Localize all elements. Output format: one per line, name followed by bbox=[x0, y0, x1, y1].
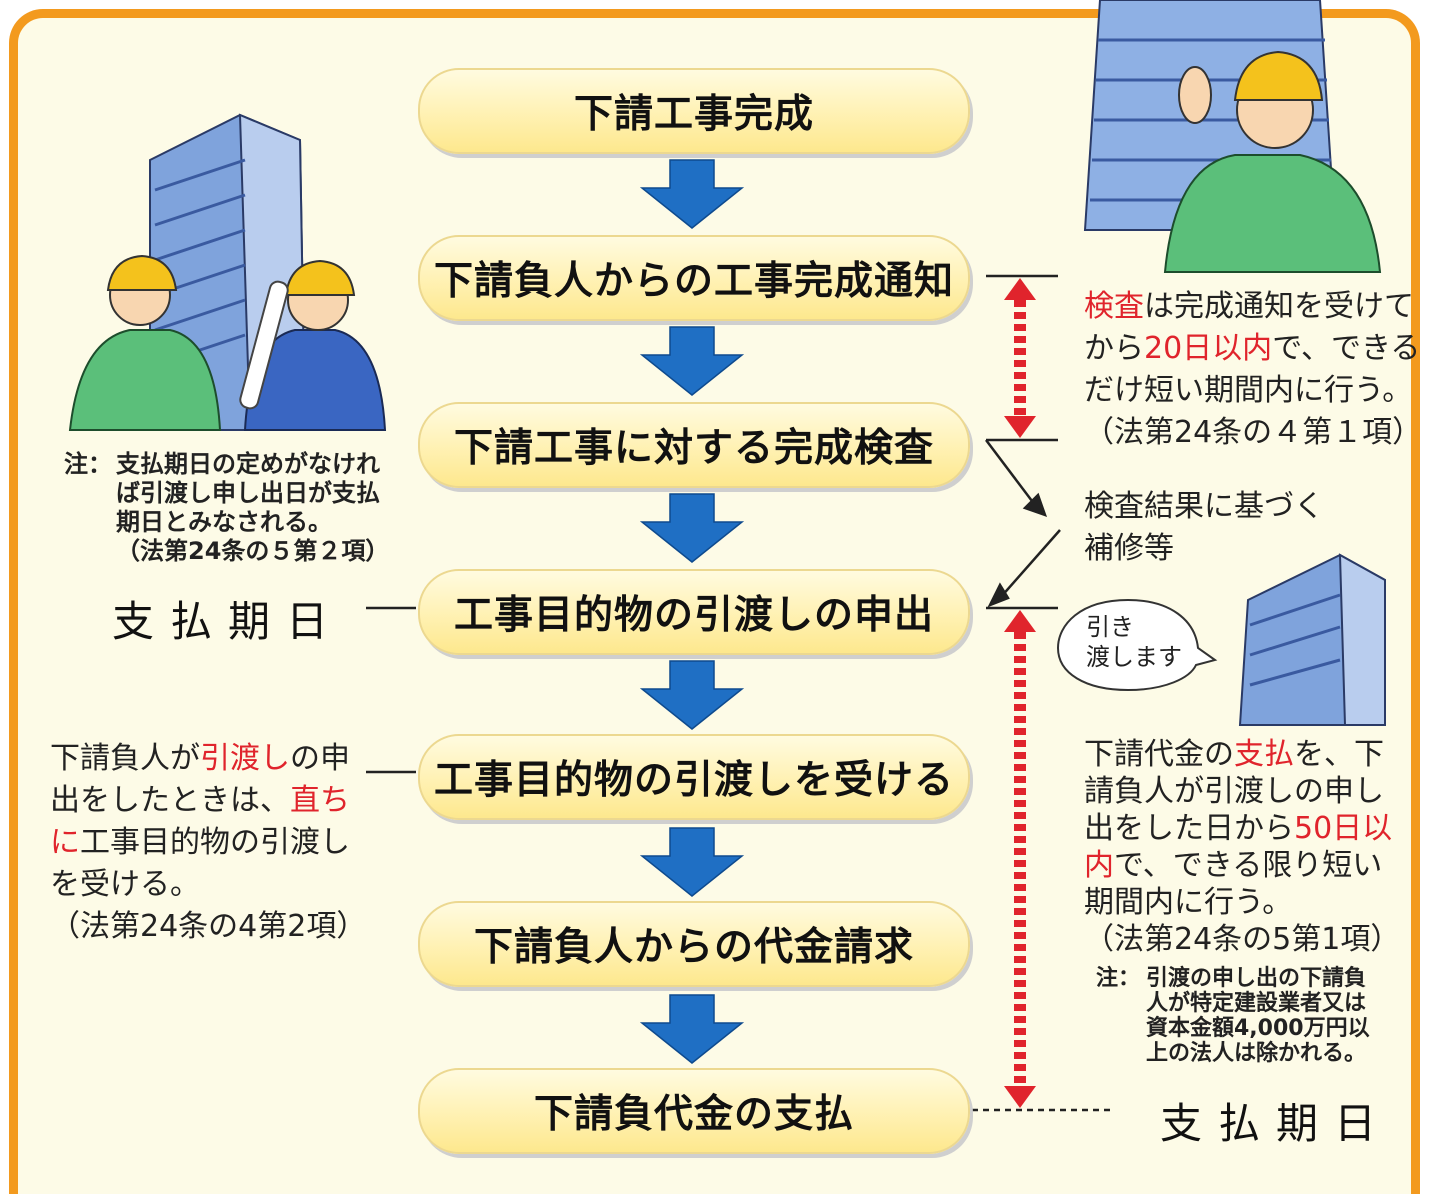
emphasis-span: 直ち bbox=[290, 783, 350, 818]
down-arrow-icon bbox=[639, 660, 745, 730]
emphasis-span: 50日以 bbox=[1294, 811, 1393, 846]
text-span: 下請負人が bbox=[50, 741, 200, 776]
inspection-period-arrow bbox=[1004, 278, 1036, 438]
repair-text: 検査結果に基づく 補修等 bbox=[1084, 486, 1324, 570]
step-6: 下請負人からの代金請求 bbox=[418, 901, 970, 987]
payment-period-arrow bbox=[1004, 610, 1036, 1108]
emphasis-span: 支払 bbox=[1234, 737, 1294, 772]
down-arrow-icon bbox=[639, 994, 745, 1064]
left-receive-citation: （法第24条の4第2項） bbox=[50, 909, 367, 944]
left-note-line: （法第24条の５第２項） bbox=[116, 537, 390, 565]
left-note-prefix: 注： bbox=[64, 450, 112, 478]
left-receive-line: に工事目的物の引渡し bbox=[50, 822, 366, 864]
right-payment-line: 下請代金の支払を、下 bbox=[1084, 736, 1400, 773]
emphasis-span: 引渡し bbox=[200, 741, 290, 776]
step-3: 下請工事に対する完成検査 bbox=[418, 402, 970, 488]
emphasis-span: 検査 bbox=[1084, 289, 1144, 324]
right-payment-line: 出をした日から50日以 bbox=[1084, 810, 1400, 847]
right-payment-line: 内で、できる限り短い bbox=[1084, 847, 1400, 884]
text-span: で、できる限り短い bbox=[1114, 848, 1383, 883]
speech-bubble-shape bbox=[1056, 598, 1218, 692]
left-due-date-label: 支払期日 bbox=[112, 597, 345, 646]
right-due-date-label: 支払期日 bbox=[1160, 1099, 1393, 1148]
emphasis-span: に bbox=[50, 825, 80, 860]
down-arrow-icon bbox=[639, 326, 745, 396]
right-note-line: 上の法人は除かれる。 bbox=[1146, 1041, 1367, 1066]
right-note-prefix: 注： bbox=[1096, 966, 1141, 991]
left-note-line: 支払期日の定めがなけれ bbox=[116, 450, 380, 478]
right-note-line: 資本金額4,000万円以 bbox=[1146, 1016, 1370, 1041]
right-note: 引渡の申し出の下請負 人が特定建設業者又は 資本金額4,000万円以 上の法人は… bbox=[1146, 966, 1370, 1066]
left-receive-line: を受ける。 bbox=[50, 867, 200, 902]
right-note-line: 引渡の申し出の下請負 bbox=[1146, 966, 1367, 991]
emphasis-span: 内 bbox=[1084, 848, 1114, 883]
left-receive-line: 出をしたときは、直ち bbox=[50, 780, 366, 822]
building-right-small-icon bbox=[1238, 553, 1386, 726]
step-4: 工事目的物の引渡しの申出 bbox=[418, 569, 970, 655]
right-inspection-citation: （法第24条の４第１項） bbox=[1084, 415, 1423, 450]
down-arrow-icon bbox=[639, 493, 745, 563]
text-span: 出をしたときは、 bbox=[50, 783, 290, 818]
left-note: 支払期日の定めがなけれ ば引渡し申し出日が支払 期日とみなされる。 （法第24条… bbox=[116, 450, 389, 566]
left-receive-text: 下請負人が引渡しの申 出をしたときは、直ち に工事目的物の引渡し を受ける。 （… bbox=[50, 738, 366, 948]
down-arrow-icon bbox=[639, 827, 745, 897]
worker-right-icon bbox=[1163, 50, 1382, 273]
right-inspection-line: 検査は完成通知を受けて bbox=[1084, 286, 1422, 328]
step-1: 下請工事完成 bbox=[418, 68, 970, 154]
right-inspection-text: 検査は完成通知を受けて から20日以内で、できる だけ短い期間内に行う。 （法第… bbox=[1084, 286, 1422, 454]
right-payment-line: 期間内に行う。 bbox=[1084, 885, 1293, 920]
speech-bubble: 引き 渡します bbox=[1086, 612, 1182, 672]
right-inspection-line: だけ短い期間内に行う。 bbox=[1084, 373, 1413, 408]
down-arrow-icon bbox=[639, 159, 745, 229]
right-payment-text: 下請代金の支払を、下 請負人が引渡しの申し 出をした日から50日以 内で、できる… bbox=[1084, 736, 1400, 958]
step-7: 下請負代金の支払 bbox=[418, 1068, 970, 1154]
right-payment-citation: （法第24条の5第1項） bbox=[1084, 922, 1401, 957]
connector-lines bbox=[366, 274, 1112, 1112]
step-2: 下請負人からの工事完成通知 bbox=[418, 235, 970, 321]
text-span: で、できる bbox=[1272, 331, 1421, 366]
right-note-line: 人が特定建設業者又は bbox=[1146, 991, 1367, 1016]
right-inspection-line: から20日以内で、できる bbox=[1084, 328, 1422, 370]
repair-line: 検査結果に基づく bbox=[1084, 489, 1324, 524]
flow-arrows bbox=[639, 159, 745, 1064]
emphasis-span: 20日以内 bbox=[1144, 331, 1273, 366]
left-note-line: 期日とみなされる。 bbox=[116, 508, 332, 536]
step-5: 工事目的物の引渡しを受ける bbox=[418, 734, 970, 820]
text-span: は完成通知を受けて bbox=[1144, 289, 1414, 324]
bubble-line: 引き bbox=[1086, 613, 1134, 641]
text-span: を、下 bbox=[1294, 737, 1384, 772]
text-span: から bbox=[1084, 331, 1144, 366]
workers-left-icon bbox=[68, 254, 387, 431]
left-receive-line: 下請負人が引渡しの申 bbox=[50, 738, 366, 780]
repair-line: 補修等 bbox=[1084, 531, 1174, 566]
text-span: 下請代金の bbox=[1084, 737, 1234, 772]
text-span: 工事目的物の引渡し bbox=[80, 825, 350, 860]
left-note-line: ば引渡し申し出日が支払 bbox=[116, 479, 380, 507]
text-span: 出をした日から bbox=[1084, 811, 1294, 846]
bubble-line: 渡します bbox=[1086, 643, 1182, 671]
text-span: の申 bbox=[290, 741, 350, 776]
right-payment-line: 請負人が引渡しの申し bbox=[1084, 774, 1384, 809]
